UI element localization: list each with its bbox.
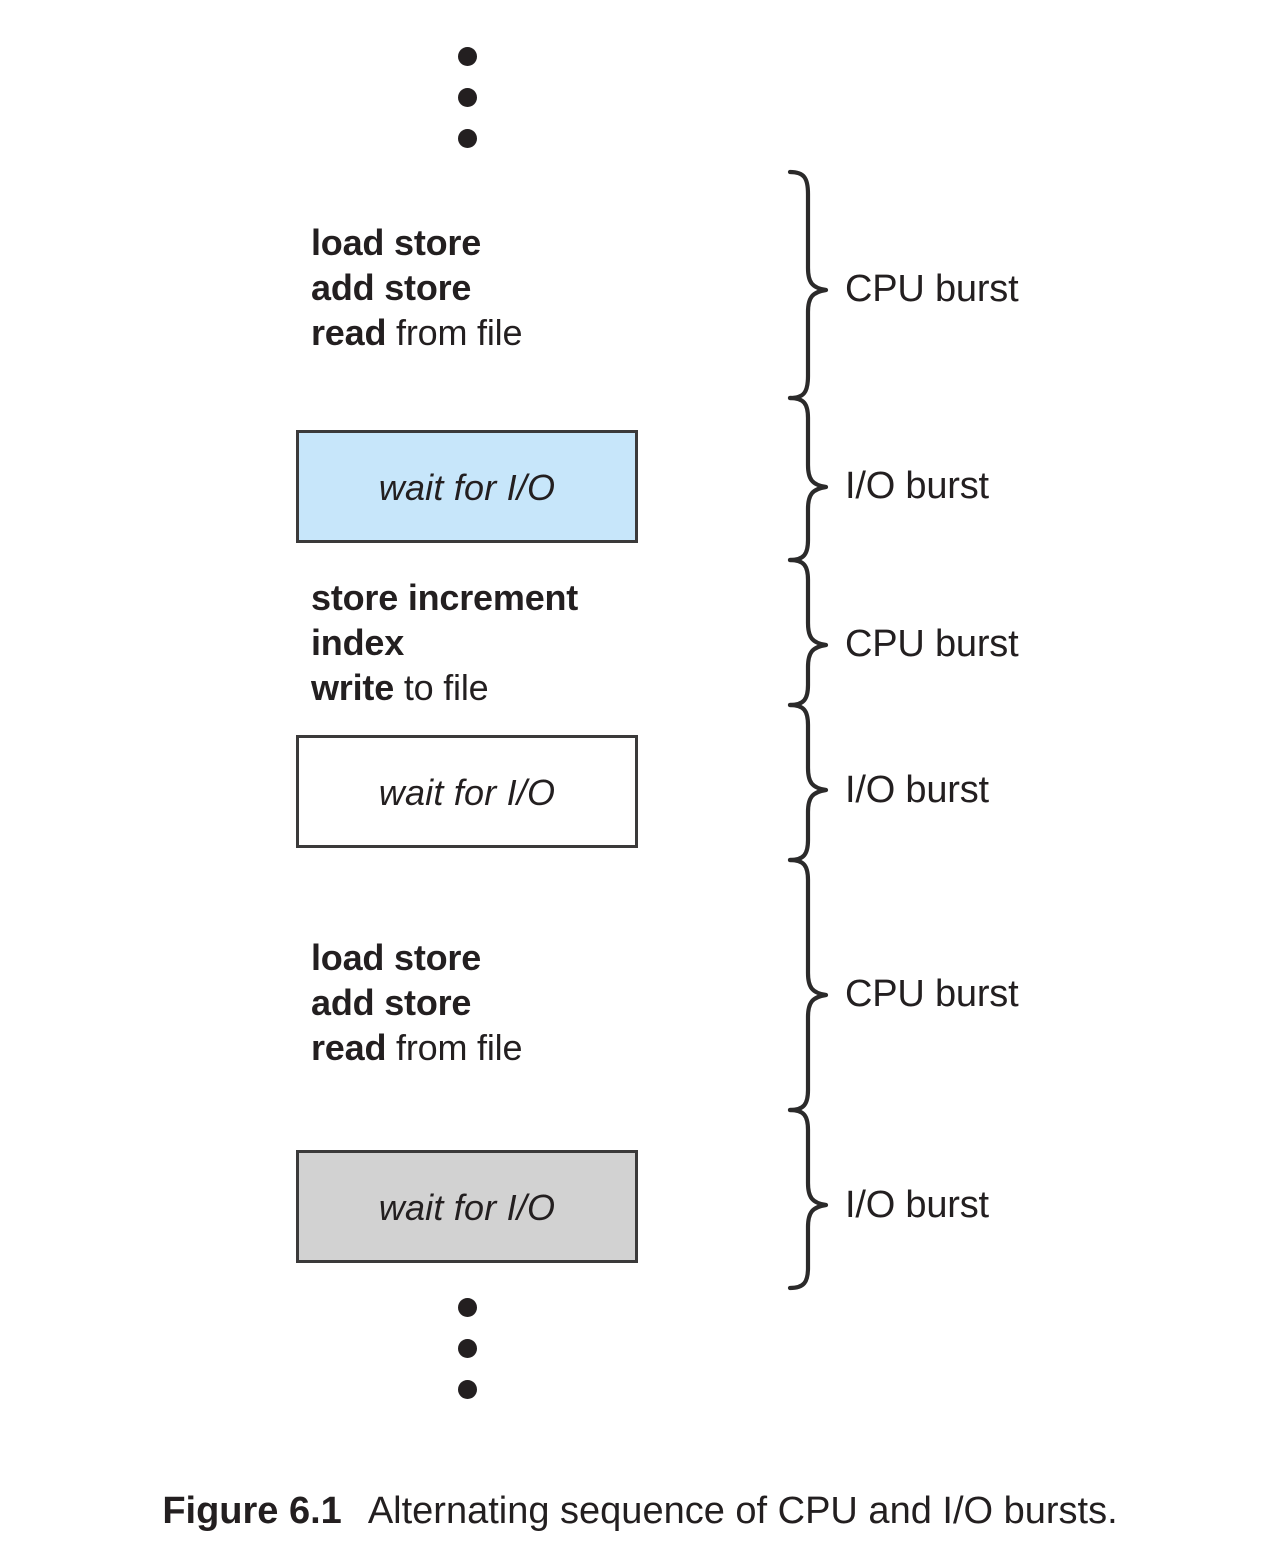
instruction-line: load store [311,222,482,263]
instruction-line: load store [311,937,482,978]
burst-label-io-2: I/O burst [845,769,989,811]
curly-brace-5-icon [787,857,829,1113]
wait-for-io-box-1: wait for I/O [296,430,638,543]
curly-brace-1-icon [787,169,829,401]
figure-caption: Figure 6.1 Alternating sequence of CPU an… [0,1488,1280,1534]
wait-for-io-box-3: wait for I/O [296,1150,638,1263]
ellipsis-dot [457,1298,477,1317]
wait-for-io-label: wait for I/O [378,1186,556,1228]
instruction-line: add store [311,982,472,1023]
curly-brace-6-icon [787,1107,829,1291]
ellipsis-dot [457,47,477,66]
curly-brace-2-icon [787,395,829,563]
curly-brace-group-icon [787,169,829,1291]
instruction-block-cpu-2: store increment index write to file [311,575,578,710]
instruction-line: read from file [311,1027,523,1068]
wait-for-io-box-2: wait for I/O [296,735,638,848]
ellipsis-dot [457,1380,477,1399]
figure-caption-text: Alternating sequence of CPU and I/O burs… [367,1490,1118,1532]
brace-chain [778,160,838,1310]
instruction-block-cpu-1: load store add store read from file [311,220,522,355]
vertical-ellipsis-bottom-icon [452,1298,482,1399]
burst-label-cpu-3: CPU burst [845,973,1019,1015]
curly-brace-4-icon [787,702,829,863]
curly-brace-3-icon [787,557,829,708]
burst-label-io-3: I/O burst [845,1184,989,1226]
wait-for-io-label: wait for I/O [378,466,556,508]
ellipsis-dot [457,88,477,107]
figure-caption-label: Figure 6.1 [162,1490,342,1532]
instruction-line: store increment [311,577,579,618]
burst-label-cpu-2: CPU burst [845,623,1019,665]
instruction-line: index [311,622,405,663]
vertical-ellipsis-top-icon [452,47,482,148]
instruction-line: write to file [311,667,489,708]
instruction-line: add store [311,267,472,308]
ellipsis-dot [457,1339,477,1358]
burst-label-cpu-1: CPU burst [845,268,1019,310]
wait-for-io-label: wait for I/O [378,771,556,813]
burst-label-io-1: I/O burst [845,465,989,507]
instruction-line: read from file [311,312,523,353]
ellipsis-dot [457,129,477,148]
instruction-block-cpu-3: load store add store read from file [311,935,522,1070]
